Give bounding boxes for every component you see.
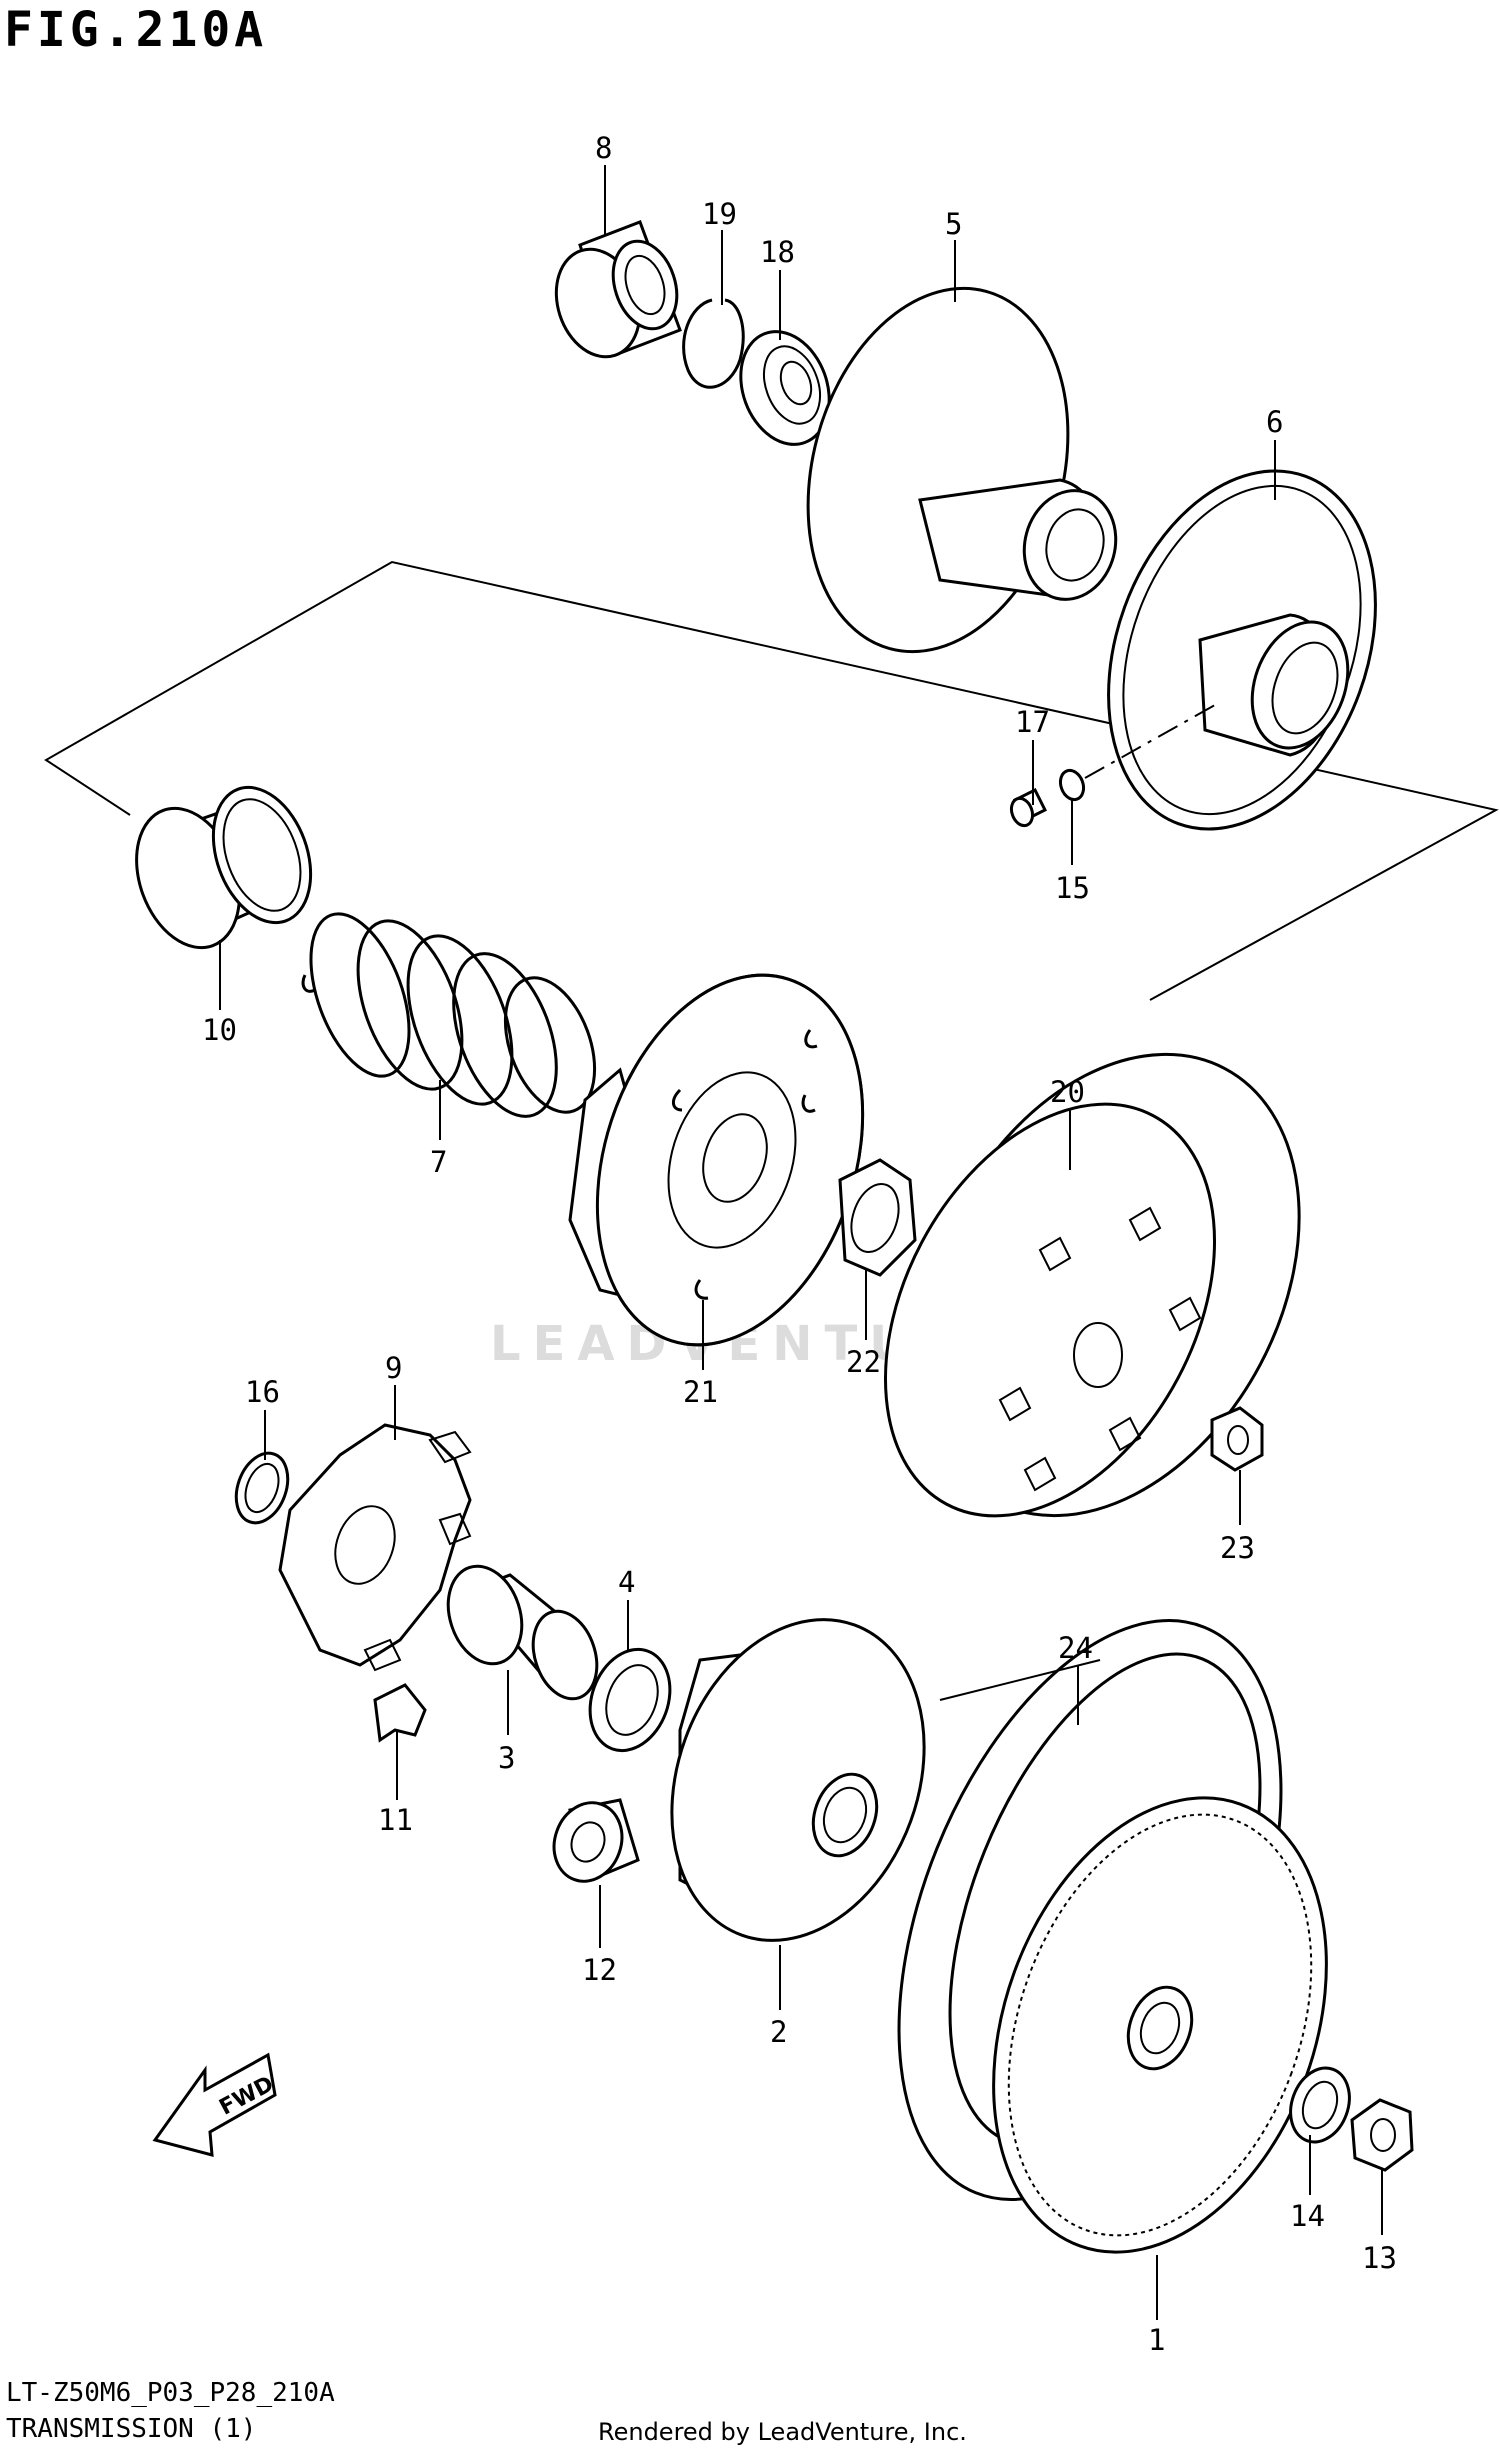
- part-18-bearing[interactable]: [726, 319, 845, 457]
- figure-title: FIG.210A: [4, 2, 268, 58]
- callout-17: 17: [1015, 705, 1050, 739]
- footer-credit: Rendered by LeadVenture, Inc.: [598, 2418, 967, 2446]
- callout-9: 9: [385, 1351, 402, 1385]
- part-21-clutch-shoe[interactable]: [552, 941, 907, 1380]
- callout-5: 5: [945, 207, 962, 241]
- callout-24: 24: [1058, 1631, 1093, 1665]
- part-15-ring[interactable]: [1057, 767, 1088, 803]
- callout-15: 15: [1055, 871, 1090, 905]
- leader-lines: [219, 165, 1383, 2320]
- part-3-sleeve[interactable]: [436, 1557, 607, 1707]
- callout-1: 1: [1148, 2323, 1165, 2357]
- part-4-bearing[interactable]: [577, 1638, 684, 1762]
- part-1-driven-gear[interactable]: [934, 1751, 1386, 2299]
- callout-12: 12: [582, 1953, 617, 1987]
- figure-code: LT-Z50M6_P03_P28_210A: [6, 2378, 335, 2408]
- part-5-drive-face[interactable]: [769, 259, 1127, 681]
- callout-16: 16: [245, 1375, 280, 1409]
- callout-14: 14: [1290, 2199, 1325, 2233]
- part-2-driven-face[interactable]: [629, 1584, 967, 1976]
- part-13-nut[interactable]: [1350, 2098, 1414, 2172]
- callout-21: 21: [683, 1375, 718, 1409]
- callout-4: 4: [618, 1565, 635, 1599]
- callout-labels: 1 2 3 4 5 6 7 8 9 10 11 12 13 14 15 16 1…: [202, 131, 1397, 2357]
- callout-11: 11: [378, 1803, 413, 1837]
- callout-2: 2: [770, 2015, 787, 2049]
- callout-18: 18: [760, 235, 795, 269]
- callout-23: 23: [1220, 1531, 1255, 1565]
- callout-13: 13: [1362, 2241, 1397, 2275]
- part-8-needle-bearing[interactable]: [543, 220, 687, 368]
- callout-20: 20: [1050, 1075, 1085, 1109]
- part-14-washer[interactable]: [1281, 2060, 1360, 2151]
- callout-6: 6: [1266, 405, 1283, 439]
- figure-section: TRANSMISSION (1): [6, 2414, 257, 2444]
- callout-19: 19: [702, 197, 737, 231]
- part-17-pin[interactable]: [1008, 787, 1048, 829]
- part-16-washer[interactable]: [227, 1446, 297, 1530]
- part-6-movable-drive-face[interactable]: [1061, 433, 1422, 866]
- part-10-collar[interactable]: [118, 774, 328, 962]
- part-19-circlip[interactable]: [682, 298, 745, 389]
- part-11-slider[interactable]: [373, 1683, 427, 1743]
- callout-10: 10: [202, 1013, 237, 1047]
- part-22-nut[interactable]: [838, 1158, 917, 1277]
- part-12-bushing[interactable]: [543, 1793, 640, 1891]
- fwd-arrow: FWD: [152, 2052, 278, 2157]
- callout-3: 3: [498, 1741, 515, 1775]
- part-20-clutch-housing[interactable]: [819, 989, 1375, 1581]
- part-9-ramp-plate[interactable]: [278, 1423, 472, 1672]
- part-7-spring[interactable]: [291, 901, 611, 1131]
- callout-7: 7: [430, 1145, 447, 1179]
- callout-22: 22: [846, 1345, 881, 1379]
- part-23-nut[interactable]: [1210, 1406, 1264, 1472]
- callout-8: 8: [595, 131, 612, 165]
- assembly-outline: [44, 560, 1499, 1001]
